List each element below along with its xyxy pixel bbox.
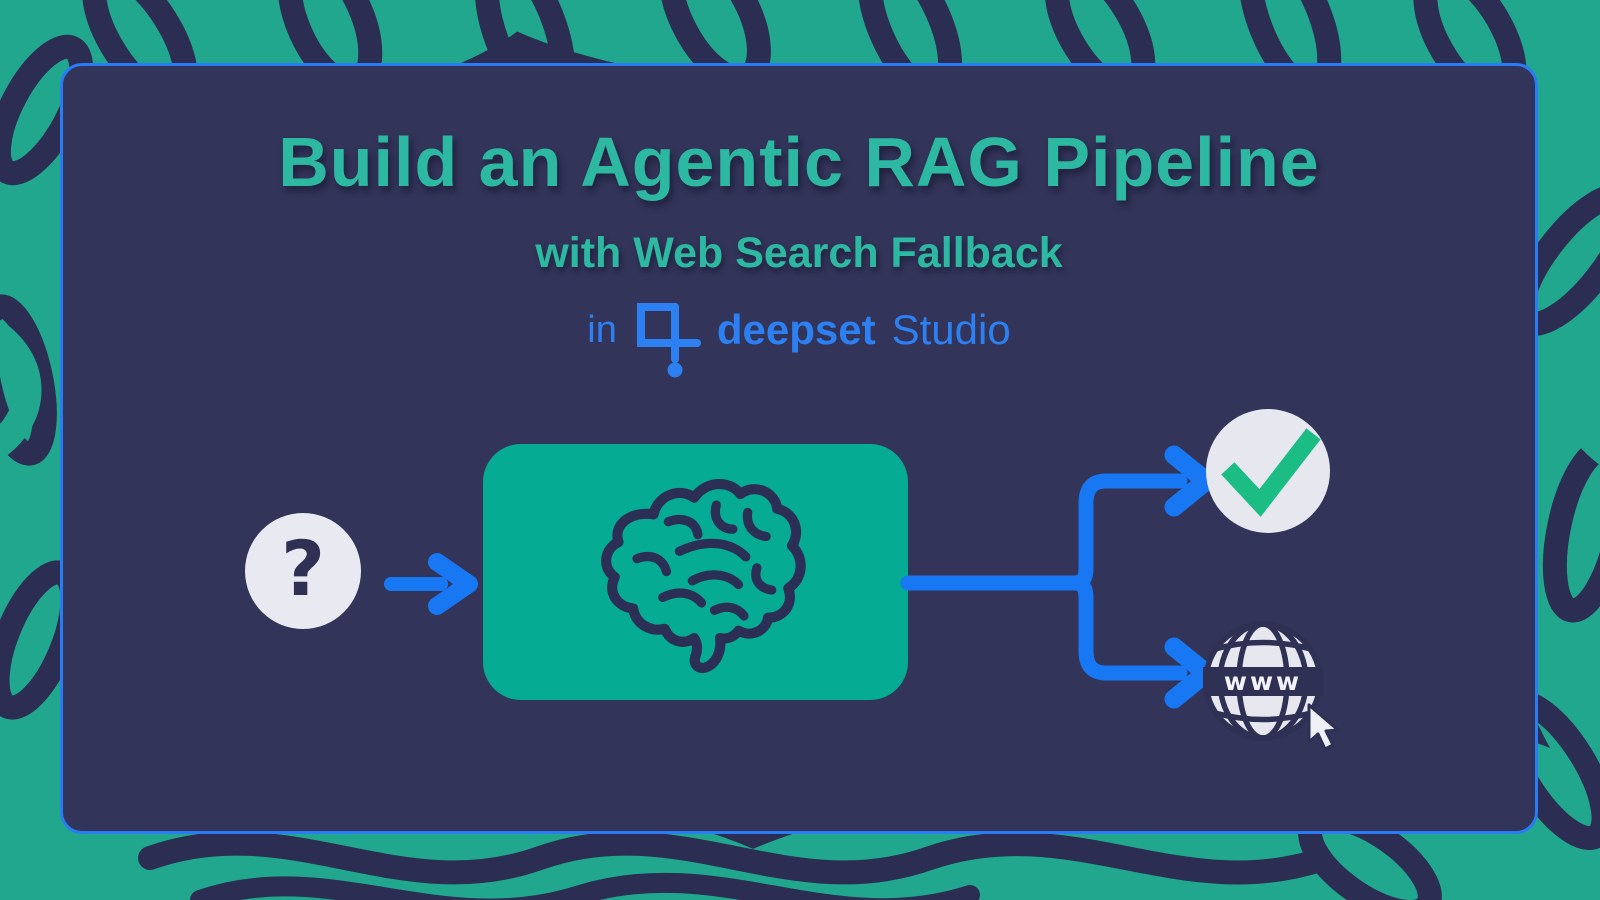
question-mark-icon: ? — [280, 524, 326, 613]
deepset-logo-icon — [636, 303, 701, 378]
branch-connector — [900, 445, 1216, 709]
page-subtitle: with Web Search Fallback — [535, 229, 1063, 277]
globe-www-icon: www — [1203, 621, 1340, 751]
arrow-right-icon — [384, 553, 478, 615]
agent-node — [483, 444, 908, 700]
brand-name: deepset — [716, 306, 876, 353]
page-title: Build an Agentic RAG Pipeline — [278, 123, 1320, 201]
brand-prefix: in — [587, 308, 617, 351]
question-node: ? — [245, 513, 361, 629]
www-label: www — [1224, 667, 1302, 696]
product-name: Studio — [891, 306, 1011, 353]
check-icon — [1206, 409, 1330, 533]
brain-icon — [600, 478, 806, 673]
content-card: Build an Agentic RAG Pipeline with Web S… — [60, 63, 1538, 834]
brand-row: in deepset Studio — [63, 290, 1535, 378]
cursor-icon — [1307, 703, 1340, 751]
arrow-right-icon — [1164, 445, 1216, 517]
